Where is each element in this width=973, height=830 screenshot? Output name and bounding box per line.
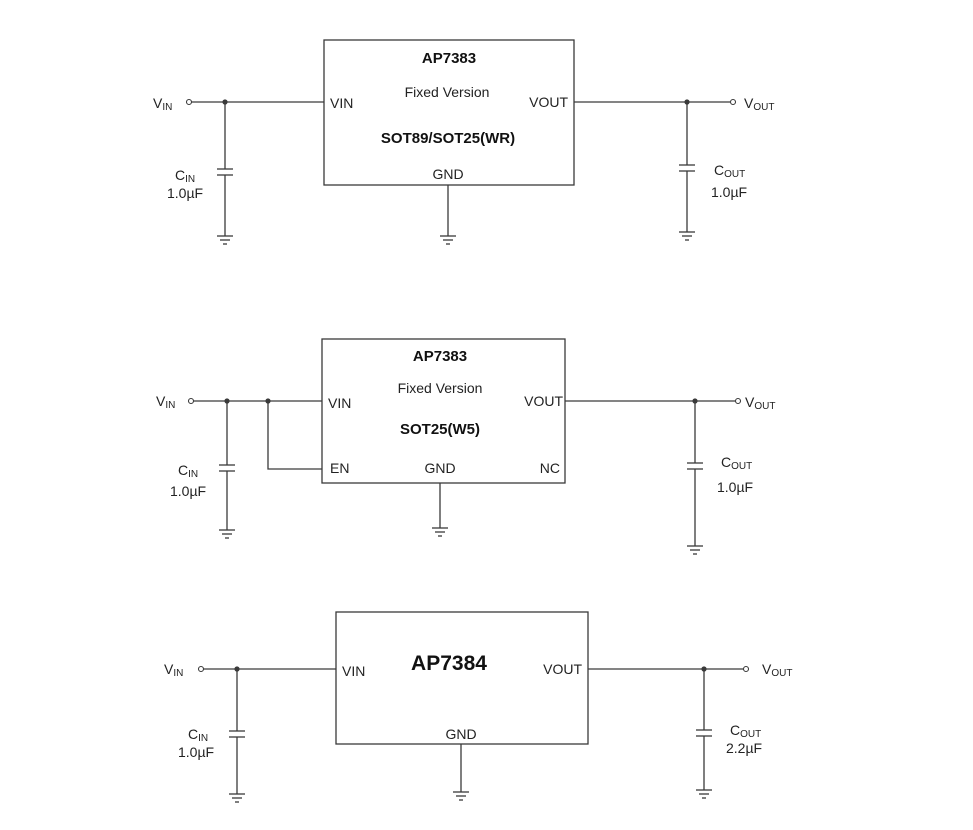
ground-icon (228, 793, 246, 803)
pin-vin-label: VIN (330, 95, 353, 111)
pin-gnd-label: GND (432, 166, 463, 182)
pin-vout-label: VOUT (543, 661, 582, 677)
cout-label: COUT (714, 162, 745, 180)
pin-vin-label: VIN (328, 395, 351, 411)
circuit-ap7383-sot25-w5: AP7383 Fixed Version SOT25(W5) VIN VOUT … (156, 338, 775, 555)
cin-label: CIN (178, 462, 198, 480)
cin-value: 1.0µF (178, 744, 214, 760)
ground-icon (452, 791, 470, 801)
variant-label: Fixed Version (398, 380, 483, 396)
pin-gnd-label: GND (445, 726, 476, 742)
cout-label: COUT (730, 722, 761, 740)
vin-terminal-label: VIN (153, 95, 172, 113)
pin-vout-label: VOUT (529, 94, 568, 110)
vin-terminal (197, 665, 205, 673)
vout-terminal-label: VOUT (745, 394, 775, 412)
cout-value: 2.2µF (726, 740, 762, 756)
cin-value: 1.0µF (170, 483, 206, 499)
pin-vin-label: VIN (342, 663, 365, 679)
cin-label: CIN (175, 167, 195, 185)
vin-terminal-label: VIN (164, 661, 183, 679)
cout-value: 1.0µF (711, 184, 747, 200)
ground-icon (439, 235, 457, 245)
en-tie-wire (267, 401, 322, 470)
vin-terminal (187, 397, 195, 405)
ground-icon (678, 231, 696, 241)
vout-terminal-label: VOUT (762, 661, 792, 679)
ground-icon (218, 529, 236, 539)
ground-icon (216, 235, 234, 245)
variant-label: Fixed Version (405, 84, 490, 100)
vin-terminal (185, 98, 193, 106)
vout-terminal (734, 397, 742, 405)
ic-body (323, 39, 575, 186)
pin-nc-label: NC (540, 460, 560, 476)
vout-terminal-label: VOUT (744, 95, 774, 113)
package-label: SOT25(W5) (400, 421, 480, 438)
vin-terminal-label: VIN (156, 393, 175, 411)
chip-name: AP7384 (411, 652, 487, 675)
chip-name: AP7383 (413, 348, 467, 365)
ic-body (321, 338, 566, 484)
vout-terminal (742, 665, 750, 673)
ic-body (335, 611, 589, 745)
ground-icon (686, 545, 704, 555)
circuit-ap7383-sot89-sot25-wr: AP7383 Fixed Version SOT89/SOT25(WR) VIN… (153, 39, 774, 245)
package-label: SOT89/SOT25(WR) (381, 130, 515, 147)
ground-icon (695, 789, 713, 799)
vout-terminal (729, 98, 737, 106)
ground-icon (431, 527, 449, 537)
cout-value: 1.0µF (717, 479, 753, 495)
cin-label: CIN (188, 726, 208, 744)
chip-name: AP7383 (422, 50, 476, 67)
cout-label: COUT (721, 454, 752, 472)
pin-en-label: EN (330, 460, 349, 476)
pin-gnd-label: GND (424, 460, 455, 476)
pin-vout-label: VOUT (524, 393, 563, 409)
cin-value: 1.0µF (167, 185, 203, 201)
circuit-ap7384: AP7384 VIN VOUT GND VIN CIN 1.0µF VOUT C… (164, 611, 792, 803)
